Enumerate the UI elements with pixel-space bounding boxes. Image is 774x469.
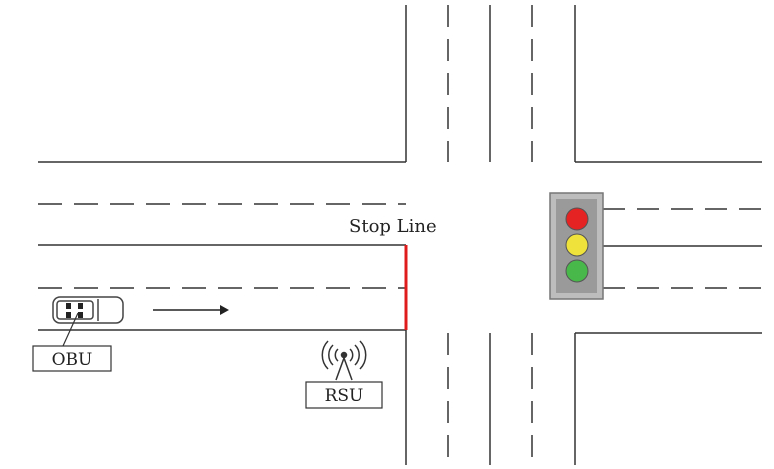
car-icon — [52, 296, 124, 324]
red-lamp-icon — [565, 207, 589, 231]
obu-label: OBU — [52, 350, 93, 370]
rsu-label-box — [305, 381, 383, 409]
traffic-light — [549, 192, 604, 300]
yellow-lamp-icon — [565, 233, 589, 257]
antenna-icon — [321, 340, 367, 381]
rsu-label: RSU — [325, 386, 364, 406]
obu-leader-line — [62, 312, 79, 347]
stop-line-label: Stop Line — [349, 216, 437, 237]
green-lamp-icon — [565, 259, 589, 283]
direction-arrow-icon — [153, 305, 229, 315]
obu-label-box — [32, 345, 112, 372]
